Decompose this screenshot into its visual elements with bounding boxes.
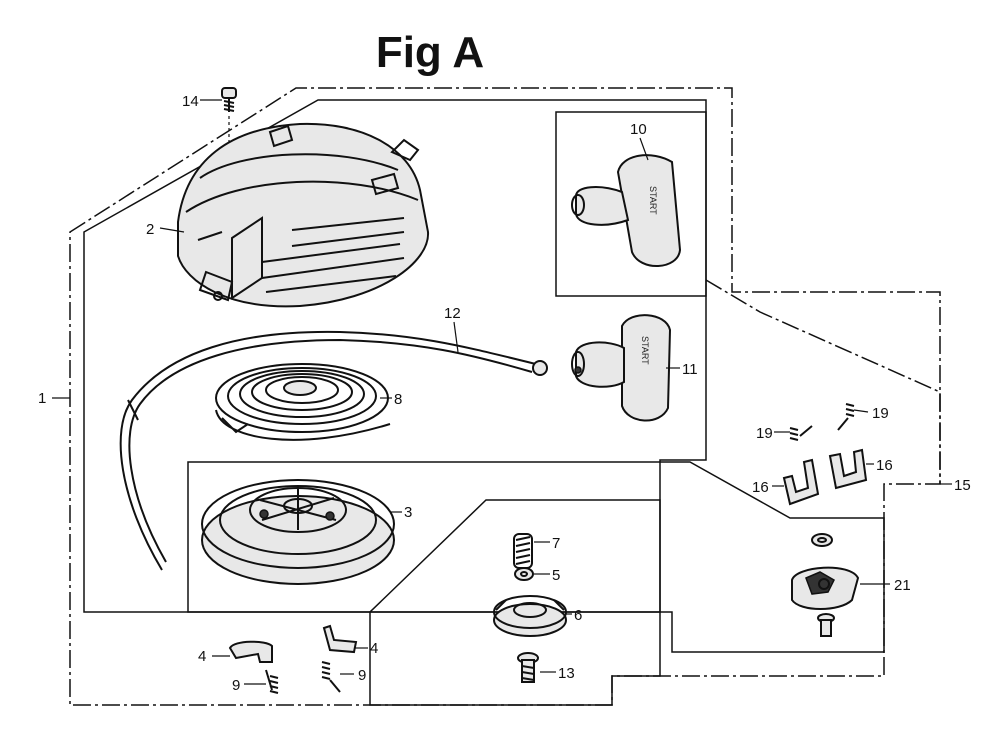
spring-7 [513,533,533,569]
callout-10: 10 [630,121,647,138]
callout-6: 6 [574,607,582,624]
callout-9-left: 9 [232,677,240,694]
figure-title: Fig A [375,28,485,77]
reel-pulley-3 [201,479,395,585]
spring-19-left [789,425,813,441]
pawl-4-right [322,624,358,654]
starter-handle-10: START [571,154,682,267]
callout-12: 12 [444,305,461,322]
pawl-4-left [228,640,273,663]
starter-rope-12 [119,330,548,571]
callout-4-right: 4 [370,640,378,657]
handle-kit-frame [555,111,707,297]
washer-5 [514,567,534,581]
callout-9-right: 9 [358,667,366,684]
starter-housing-2 [177,122,430,308]
callout-3: 3 [404,504,412,521]
spring-9-right [321,661,341,693]
assembly-inner-frame [83,99,707,613]
callout-5: 5 [552,567,560,584]
callout-2: 2 [146,221,154,238]
callout-16-left: 16 [752,479,769,496]
callout-16-right: 16 [876,457,893,474]
callout-19-left: 19 [756,425,773,442]
callout-1: 1 [38,390,46,407]
spring-9-left [265,669,279,694]
group-15-boundary [705,279,941,484]
handle-text-11: START [640,336,650,365]
callout-21: 21 [894,577,911,594]
pawl-16-right [828,448,868,490]
handle-text-10: START [648,186,658,215]
ratchet-frame [369,499,661,706]
callout-4-left: 4 [198,648,206,665]
spring-19-right [837,403,855,431]
callout-8: 8 [394,391,402,408]
callout-19-right: 19 [872,405,889,422]
callout-15: 15 [954,477,971,494]
callout-14: 14 [182,93,199,110]
callout-11: 11 [682,361,698,378]
starter-handle-11: START [571,314,672,422]
pulley-frame [187,461,885,653]
recoil-spring-8 [215,363,391,441]
leader-lines [52,99,952,685]
ratchet-assembly-21 [791,533,860,637]
callout-7: 7 [552,535,560,552]
screw-13 [517,652,539,683]
ratchet-6 [493,595,567,637]
pawl-16-left [782,458,820,506]
callout-13: 13 [558,665,575,682]
